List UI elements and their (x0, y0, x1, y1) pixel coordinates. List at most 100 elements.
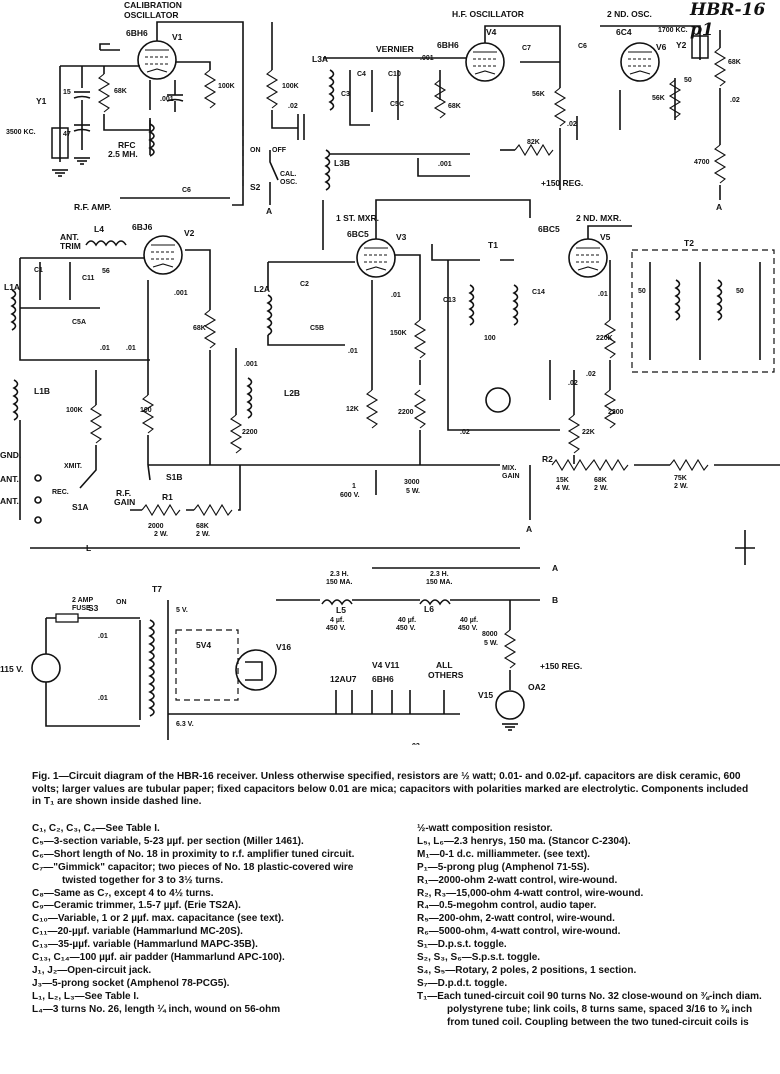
crystal-y1 (51, 127, 69, 159)
r100k-cal: 100K (218, 83, 235, 90)
c01-m1: .01 (348, 348, 358, 355)
mix-gain: MIX.GAIN (502, 465, 520, 480)
ac-label: 115 V. (0, 664, 23, 674)
5v4-box (175, 629, 239, 701)
xmit-label: XMIT. (64, 463, 82, 470)
node-a-3: A (526, 524, 532, 534)
c02-m2: .02 (586, 371, 596, 378)
tube-v6 (620, 42, 660, 82)
oa2-type: OA2 (528, 682, 546, 692)
part-item: L₅, L₆—2.3 henrys, 150 ma. (Stancor C-23… (417, 835, 631, 847)
s3-label: S3 (88, 603, 99, 613)
c02-t1b: .02 (568, 380, 578, 387)
v3-type: 6BC5 (347, 229, 369, 239)
l2b-label: L2B (284, 388, 300, 398)
tube-v1 (137, 40, 177, 80)
c6-rf: C6 (182, 187, 191, 194)
ant-label-2: ANT. (0, 496, 19, 506)
ant-label-1: ANT. (0, 474, 19, 484)
v1-type: 6BH6 (126, 28, 148, 38)
t1-label: T1 (488, 240, 498, 250)
c5b-label: C5B (310, 325, 324, 332)
r68k-cal: 68K (114, 88, 127, 95)
part-item: S₄, S₅—Rotary, 2 poles, 2 positions, 1 s… (417, 964, 637, 976)
part-item: C₁₃, C₁₄—100 µµf. air padder (Hammarlund… (32, 952, 285, 964)
y1-freq: 3500 KC. (6, 129, 36, 136)
part-item: C₁₃—35-µµf. variable (Hammarlund MAPC-35… (32, 939, 258, 951)
figure-caption: Fig. 1—Circuit diagram of the HBR-16 rec… (32, 771, 749, 808)
vernier-label: VERNIER (376, 44, 414, 54)
c001-m1: .001 (244, 361, 258, 368)
part-item: C₁₁—20-µµf. variable (Hammarlund MC-20S)… (32, 926, 243, 938)
node-a-ps: A (552, 563, 558, 573)
s2-on: ON (250, 147, 261, 154)
rf-amp-title: R.F. AMP. (74, 202, 111, 212)
part-item: R₂, R₃—15,000-ohm 4-watt control, wire-w… (417, 887, 644, 899)
part-item: S₁—D.p.s.t. toggle. (417, 939, 507, 951)
tube-v4 (465, 42, 505, 82)
part-item: L₁, L₂, L₃—See Table I. (32, 990, 139, 1002)
crystal-y2 (691, 35, 709, 59)
r56k-hf: 56K (532, 91, 545, 98)
r2200-m2: 2200 (608, 409, 624, 416)
r56k-osc2: 56K (652, 95, 665, 102)
c100-label: 100 (484, 335, 496, 342)
c10-label: C10 (388, 71, 401, 78)
s2-off: OFF (272, 147, 287, 154)
r2200-m1b: 2200 (398, 409, 414, 416)
c50-t2b: 50 (736, 288, 744, 295)
tube-v15 (495, 690, 525, 720)
s1a-label: S1A (72, 502, 89, 512)
tube-v5 (568, 238, 608, 278)
mxr2-title: 2 ND. MXR. (576, 213, 621, 223)
c001-hf: .001 (420, 55, 434, 62)
part-item: C₅—3-section variable, 5-23 µµf. per sec… (32, 835, 304, 847)
5v-label: 5 V. (176, 607, 188, 614)
choke-l5: 2.3 H.150 MA. (326, 571, 353, 586)
ant-trim: ANT.TRIM (60, 232, 81, 251)
l5-label: L5 (336, 605, 346, 615)
tube-v2 (143, 235, 183, 275)
c001-hf2: .001 (438, 161, 452, 168)
r68k-hf: 68K (448, 103, 461, 110)
r2-label: R2 (542, 454, 553, 464)
l-label: L (86, 543, 91, 553)
osc2-title: 2 ND. OSC. (607, 9, 652, 19)
l2a-label: L2A (254, 284, 270, 294)
v5-label: V5 (600, 232, 611, 242)
r2200-m1: 2200 (242, 429, 258, 436)
node-a-1: A (266, 206, 272, 216)
t2-box (631, 249, 775, 373)
neon-lamp (31, 653, 61, 683)
c01-ps2: .01 (98, 695, 108, 702)
c6-label: C6 (578, 43, 587, 50)
tube-v3 (356, 238, 396, 278)
v16-label: V16 (276, 642, 291, 652)
choke-l6: 2.3 H.150 MA. (426, 571, 453, 586)
r68k-osc2: 68K (728, 59, 741, 66)
r100k-s2: 100K (282, 83, 299, 90)
r100k-ant: 100K (66, 407, 83, 414)
r68k-rf: 68K (193, 325, 206, 332)
c14-label: C14 (532, 289, 545, 296)
part-item: J₃—5-prong socket (Amphenol 78-PCG5). (32, 977, 230, 989)
c5a-label: C5A (72, 319, 86, 326)
part-item: J₁, J₂—Open-circuit jack. (32, 964, 152, 976)
part-item: R₆—5000-ohm, 4-watt control, wire-wound. (417, 926, 621, 938)
t2-label: T2 (684, 238, 694, 248)
c01-m2: .01 (598, 291, 608, 298)
l6-label: L6 (424, 604, 434, 614)
part-item: C₈—Same as C₇, except 4 to 4½ turns. (32, 887, 214, 899)
r220k: 220K (596, 335, 613, 342)
r1-label: R1 (162, 492, 173, 502)
5v4-type: 5V4 (196, 640, 211, 650)
r4700: 4700 (694, 159, 710, 166)
